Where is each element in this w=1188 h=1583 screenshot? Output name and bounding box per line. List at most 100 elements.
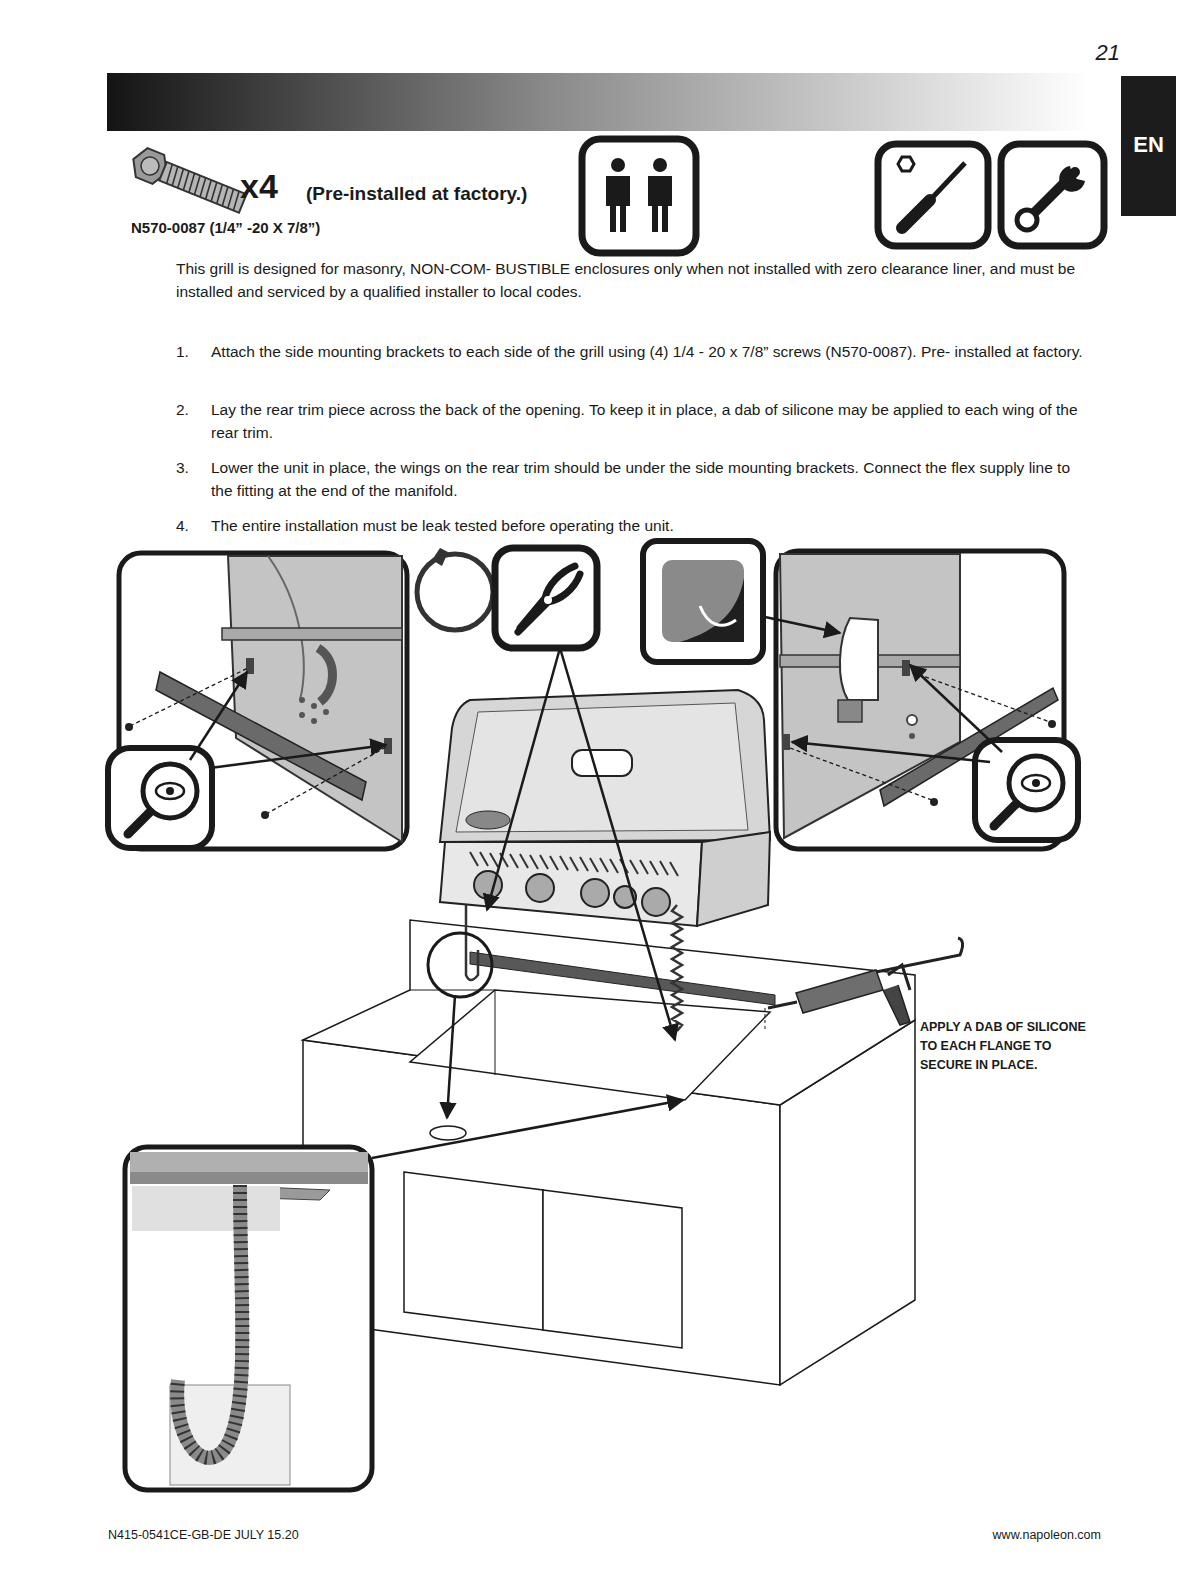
grill-head — [466, 905, 478, 980]
leader-arrow — [792, 742, 990, 762]
two-person-icon — [606, 176, 630, 232]
screwdriver-icon — [878, 144, 988, 246]
right-bracket-inset — [902, 660, 910, 676]
leader-arrow — [765, 617, 840, 633]
masonry-enclosure — [430, 1126, 466, 1140]
magnifier-icon — [1032, 779, 1040, 787]
right-bracket-inset — [776, 551, 1064, 849]
grill-head — [440, 690, 770, 842]
hose-inset — [130, 1152, 368, 1172]
grill-head — [526, 874, 554, 902]
right-bracket-inset — [776, 551, 1064, 849]
step-text: The entire installation must be leak tes… — [211, 514, 1091, 537]
grill-head — [456, 703, 748, 832]
step-text: Lower the unit in place, the wings on th… — [211, 456, 1091, 502]
left-bracket-inset — [323, 709, 329, 715]
magnifier-icon — [975, 740, 1078, 840]
left-bracket-inset — [299, 712, 305, 718]
callout-note: APPLY A DAB OF SILICONE TO EACH FLANGE T… — [920, 1018, 1105, 1075]
zip-tie-icon — [432, 548, 448, 566]
right-bracket-inset — [780, 554, 960, 838]
leader-arrow — [910, 665, 1002, 752]
two-person-icon — [611, 158, 625, 172]
screw-icon — [159, 162, 246, 213]
screw-icon — [127, 145, 248, 218]
masonry-enclosure — [410, 990, 770, 1100]
step-text: Attach the side mounting brackets to eac… — [211, 340, 1091, 363]
masonry-enclosure — [303, 920, 915, 1105]
warning-paragraph: This grill is designed for masonry, NON-… — [176, 257, 1076, 303]
screwdriver-icon — [932, 163, 965, 198]
left-bracket-inset — [261, 811, 269, 819]
wrench-icon — [1001, 144, 1104, 246]
wrench-icon — [1017, 210, 1037, 230]
caulk-gun — [768, 1002, 797, 1008]
left-bracket-inset — [125, 723, 133, 731]
step-number: 2. — [176, 398, 206, 421]
hose-inset — [132, 1186, 280, 1231]
quantity: x4 — [240, 168, 310, 204]
wrench-icon — [1059, 166, 1085, 192]
hose-inset — [125, 1147, 372, 1490]
masonry-enclosure — [470, 952, 775, 1005]
two-person-icon — [648, 176, 672, 232]
masonry-enclosure — [765, 1008, 766, 1030]
leader-arrow — [210, 745, 386, 768]
tie-detail-circle — [428, 933, 492, 997]
pliers-icon — [518, 574, 580, 632]
pliers-icon — [495, 548, 597, 648]
grill-head — [697, 832, 770, 926]
magnifier-icon — [166, 787, 174, 795]
part-number: N570-0087 (1/4” -20 X 7/8”) — [131, 218, 431, 238]
masonry-enclosure — [495, 990, 496, 1075]
hose-inset — [177, 1185, 242, 1458]
grill-head — [581, 879, 609, 907]
wrench-icon — [1001, 144, 1104, 246]
magnifier-icon — [108, 748, 212, 848]
magnifier-icon — [994, 804, 1016, 826]
document-code: N415-0541CE-GB-DE JULY 15.20 — [108, 1527, 428, 1543]
magnifier-icon — [128, 812, 150, 834]
caulk-gun — [883, 985, 910, 1025]
hose-inset — [130, 1172, 368, 1184]
left-bracket-inset — [318, 648, 333, 702]
leader-arrow — [372, 1100, 683, 1158]
page-number: 21 — [1060, 40, 1120, 66]
leader-arrow — [190, 672, 247, 760]
right-bracket-inset — [790, 748, 932, 800]
hose-inset — [177, 1185, 242, 1458]
screw-icon — [165, 164, 241, 210]
left-bracket-inset — [119, 553, 407, 849]
screwdriver-icon — [878, 144, 988, 246]
right-bracket-inset — [912, 672, 1050, 722]
tab-label: EN — [1121, 132, 1176, 158]
pliers-icon — [495, 548, 597, 648]
two-person-icon — [582, 139, 696, 253]
magnifier-icon — [108, 748, 212, 848]
caulk-gun — [796, 970, 883, 1013]
two-person-icon — [653, 158, 667, 172]
header-bar — [107, 73, 1090, 131]
grill-head — [572, 750, 632, 776]
masonry-enclosure — [543, 1190, 682, 1348]
adhesive-icon — [643, 541, 763, 662]
two-person-icon — [582, 139, 696, 253]
left-bracket-inset — [228, 556, 402, 842]
language-tab: EN — [1121, 76, 1176, 216]
left-bracket-inset — [311, 718, 317, 724]
magnifier-icon — [156, 783, 184, 799]
pliers-icon — [544, 596, 552, 604]
adhesive-icon — [643, 541, 763, 662]
right-bracket-inset — [838, 700, 862, 722]
screwdriver-icon — [898, 157, 914, 171]
adhesive-icon — [700, 606, 736, 625]
step-text: Lay the rear trim piece across the back … — [211, 398, 1091, 444]
grill-head — [672, 905, 682, 1031]
caulk-gun — [888, 965, 910, 990]
right-bracket-inset — [907, 715, 917, 725]
factory-note: (Pre-installed at factory.) — [306, 182, 576, 206]
left-bracket-inset — [266, 746, 388, 814]
leader-arrow — [560, 648, 675, 1040]
